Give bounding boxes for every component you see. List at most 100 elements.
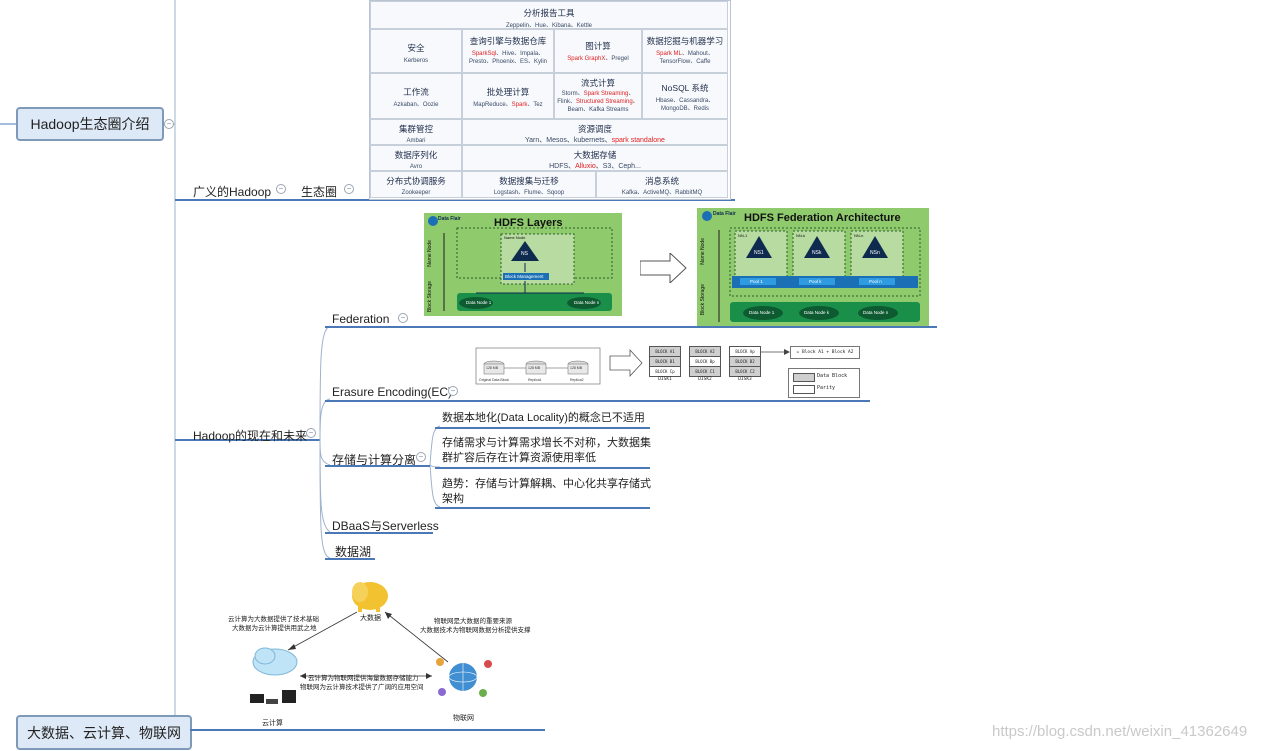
cell-items: Logstash、Flume、Sqoop: [493, 190, 565, 196]
block: BLOCK C1: [689, 367, 721, 377]
cell-nosql: NoSQL 系统 Hbase、Cassandra、 MongoDB、Redis: [642, 73, 728, 119]
divider: [435, 427, 650, 429]
relation-text: 云计算为物联网提供海量数据存储能力 物联网为云计算技术提供了广阔的应用空间: [300, 674, 424, 692]
pool-label: Pool n: [869, 279, 882, 284]
block: BLOCK Bp: [689, 357, 721, 367]
cell-items: Zeppelin、Hue、Kibana、Kettle: [505, 23, 593, 29]
cell-title: 集群管控: [398, 124, 433, 134]
cell-title: 数据挖掘与机器学习: [646, 36, 724, 46]
cell-security: 安全 Kerberos: [370, 29, 462, 73]
cell-items: MongoDB、Redis: [660, 106, 710, 112]
disk-label: DISK2: [698, 377, 712, 382]
disk-label: DISK1: [658, 377, 672, 382]
ns-label: NS1: [754, 250, 764, 256]
collapse-icon[interactable]: −: [416, 452, 426, 462]
ec-replica-label: Replica2: [570, 378, 584, 382]
collapse-icon[interactable]: −: [306, 428, 316, 438]
block: BLOCK A1: [649, 346, 681, 357]
iot-label: 物联网: [453, 715, 474, 722]
node-erasure-encoding[interactable]: Erasure Encoding(EC): [332, 385, 453, 399]
cell-title: 工作流: [403, 87, 429, 97]
cell-items: Ambari: [406, 138, 426, 144]
node-storage-compute-separation[interactable]: 存储与计算分离: [332, 453, 417, 467]
cell-title: 流式计算: [580, 78, 615, 88]
triangle-graphic: [250, 582, 492, 704]
data-node-n-label: Data Node n: [574, 300, 600, 305]
cell-coord: 分布式协调服务 Zookeeper: [370, 171, 462, 198]
collapse-icon[interactable]: −: [448, 386, 458, 396]
cell-title: 安全: [407, 43, 425, 53]
hdfs-layers-graphic: [428, 216, 613, 311]
relation-line: 物联网为云计算技术提供了广阔的应用空间: [300, 684, 424, 691]
ec-graphic: [475, 347, 790, 385]
root-node-hadoop-ecosystem[interactable]: Hadoop生态圈介绍: [16, 107, 164, 141]
block: BLOCK Ap: [729, 346, 761, 357]
separation-point-3[interactable]: 趋势：存储与计算解耦、中心化共享存储式架构: [442, 478, 651, 505]
data-node-1-label: Data Node 1: [466, 300, 492, 305]
separation-point-1[interactable]: 数据本地化(Data Locality)的概念已不适用: [442, 412, 645, 424]
collapse-icon[interactable]: −: [344, 184, 354, 194]
cell-query: 查询引擎与数据仓库 SparkSql、Hive、Impala、 Presto、P…: [462, 29, 554, 73]
cell-items: MapReduce、: [473, 102, 512, 108]
cell-items-red: Spark: [511, 102, 528, 108]
hdfs-federation-graphic: [702, 211, 921, 322]
cell-mq: 消息系统 Kafka、ActiveMQ、RabbitMQ: [596, 171, 728, 198]
cell-items: 、Mahout、: [681, 51, 714, 57]
node-broad-hadoop[interactable]: 广义的Hadoop: [193, 185, 272, 199]
cell-items-red: SparkSql: [471, 51, 497, 57]
eco-underline: [370, 199, 735, 201]
cell-items: Zookeeper: [401, 190, 431, 196]
label-name-node: Name Node: [427, 240, 433, 267]
ec-size-label: 128 MB: [528, 366, 541, 370]
node-dbaas-serverless[interactable]: DBaaS与Serverless: [332, 519, 439, 533]
divider: [435, 507, 650, 509]
ec-size-label: 128 MB: [486, 366, 499, 370]
collapse-icon[interactable]: −: [164, 119, 174, 129]
root-node-bigdata-cloud-iot[interactable]: 大数据、云计算、物联网: [16, 715, 192, 750]
disk-1: BLOCK A1 BLOCK B1 BLOCK Cp DISK1: [649, 346, 681, 382]
watermark: https://blog.csdn.net/weixin_41362649: [992, 723, 1248, 740]
cell-items-red: Spark GraphX: [567, 56, 606, 62]
block: BLOCK A2: [689, 346, 721, 357]
separation-point-2[interactable]: 存储需求与计算需求增长不对称，大数据集群扩容后存在计算资源使用率低: [442, 437, 651, 464]
erasure-coding-diagram: Original Data Block 128 MB 128 MB 128 MB…: [474, 344, 864, 399]
label-block-storage: Block Storage: [700, 284, 706, 316]
ns-label: NS: [521, 251, 528, 257]
divider: [325, 532, 433, 534]
ns-label: NSn: [870, 250, 880, 256]
cell-title: 数据搜集与迁移: [499, 176, 559, 186]
hadoop-ecosystem-table: 分析报告工具 Zeppelin、Hue、Kibana、Kettle 安全 Ker…: [369, 0, 731, 200]
cell-title: 分布式协调服务: [386, 176, 446, 186]
relation-line: 大数据为云计算提供用武之地: [232, 625, 317, 632]
hdfs-fed-logo: Data Flair: [713, 211, 736, 217]
data-node-label: Data Node n: [863, 310, 889, 315]
node-data-lake[interactable]: 数据湖: [335, 545, 372, 559]
nn-label: NN-1: [738, 233, 748, 238]
ns-header: Name Node: [504, 235, 526, 240]
cell-resource: 资源调度 Yarn、Mesos、kubernets、spark standalo…: [462, 119, 728, 145]
cell-serialize: 数据序列化 Avro: [370, 145, 462, 171]
cell-title: 图计算: [585, 41, 611, 51]
block: BLOCK C2: [729, 367, 761, 377]
node-federation[interactable]: Federation: [332, 312, 390, 326]
node-hadoop-future[interactable]: Hadoop的现在和未来: [193, 429, 308, 443]
cell-items: Kerberos: [403, 58, 429, 64]
label-block-storage: Block Storage: [427, 281, 433, 313]
cell-mining: 数据挖掘与机器学习 Spark ML、Mahout、 TensorFlow、Ca…: [642, 29, 728, 73]
divider: [325, 465, 430, 467]
relation-line: 云计算为大数据提供了技术基础: [228, 616, 319, 623]
collapse-icon[interactable]: −: [276, 184, 286, 194]
cell-cluster: 集群管控 Ambari: [370, 119, 462, 145]
cloud-label: 云计算: [262, 720, 283, 727]
collapse-icon[interactable]: −: [398, 313, 408, 323]
cell-title: 分析报告工具: [523, 8, 575, 18]
disk-2: BLOCK A2 BLOCK Bp BLOCK C1 DISK2: [689, 346, 721, 382]
bigdata-cloud-iot-diagram: 大数据 云计算 物联网 云计算为大数据提供了技术基础 大数据为云计算提供用武之地…: [220, 572, 550, 727]
nn-label: NN-k: [796, 233, 806, 238]
cell-title: 大数据存储: [573, 150, 617, 160]
nn-label: NN-n: [854, 233, 864, 238]
cell-workflow: 工作流 Azkaban、Oozie: [370, 73, 462, 119]
node-ecosystem[interactable]: 生态圈: [301, 185, 338, 199]
label-name-node: Name Node: [700, 238, 706, 265]
relation-line: 云计算为物联网提供海量数据存储能力: [308, 675, 419, 682]
